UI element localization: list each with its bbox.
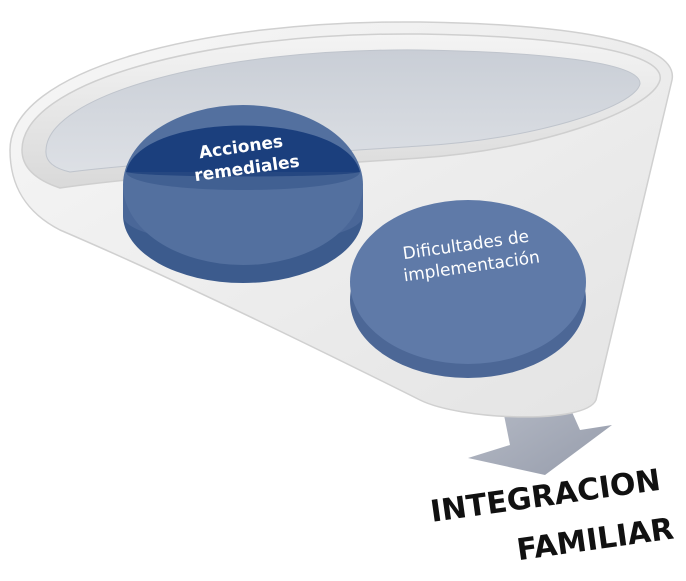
output-label: INTEGRACION FAMILIAR — [428, 461, 680, 579]
input-circle-acciones: Acciones remediales — [123, 105, 363, 283]
input-circle-dificultades: Dificultades de implementación — [350, 200, 586, 378]
svg-text:INTEGRACION FAMILIAR: INTEGRACION FAMILIAR — [428, 461, 680, 579]
output-line-2: FAMILIAR — [515, 512, 676, 569]
